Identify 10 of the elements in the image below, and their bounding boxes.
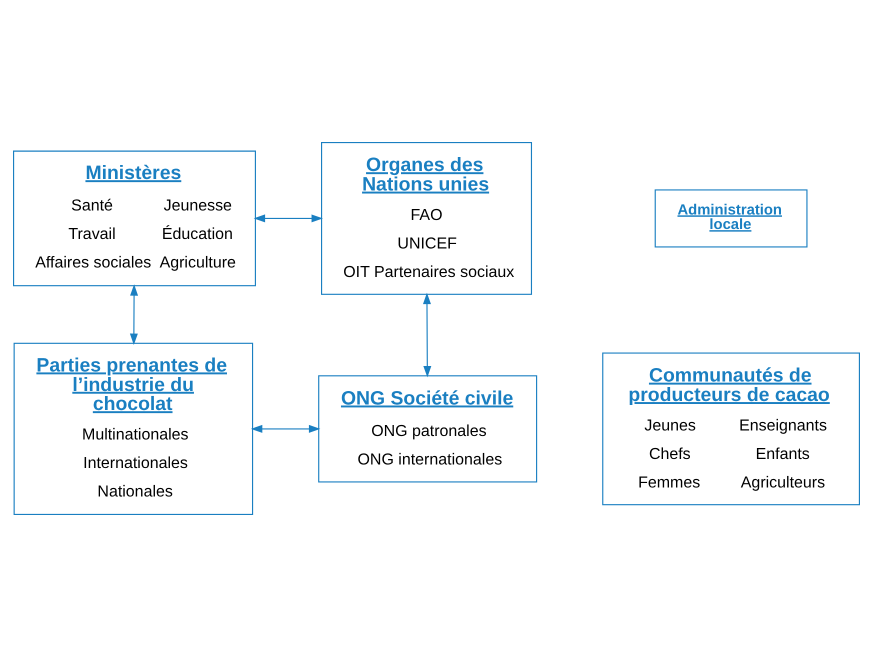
arrow [422, 292, 432, 377]
arrow [254, 214, 323, 222]
arrow [130, 284, 138, 344]
node-box: Organes des Nations unies FAO UNICEF OIT Partenaires sociaux [321, 142, 532, 294]
node-box: Ministères Santé Jeunesse Travail Éducation Affaires sociales Agriculture [13, 150, 256, 286]
arrow [250, 424, 320, 432]
node-box: ONG Société civile ONG patronales ONG internationales [318, 374, 538, 482]
node-box: Parties prenantes de l’industrie du chocolat Multinationales Internationales Nationales [14, 342, 254, 514]
node-box: Communautés de producteurs de cacao Jeunes Enseignants Chefs Enfants Femmes Agriculteurs [602, 352, 860, 505]
node-box: Administration locale [654, 188, 808, 247]
